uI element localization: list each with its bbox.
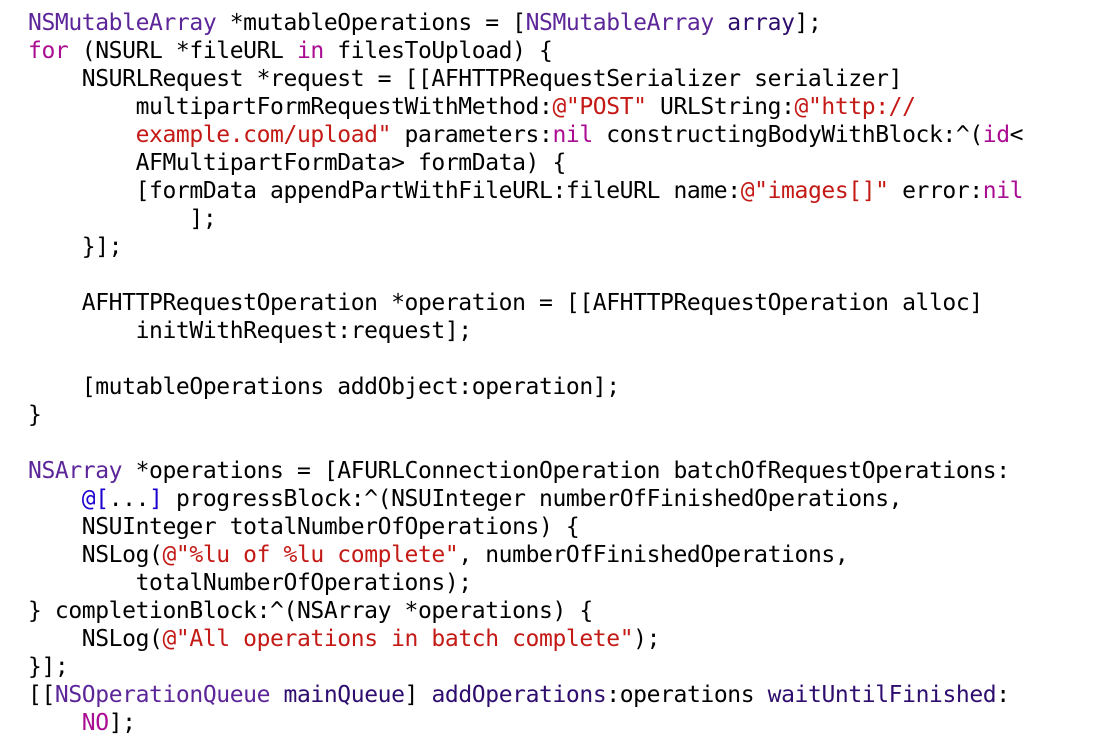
code-token-plain: <: [1009, 122, 1024, 148]
code-token-plain: multipartFormRequestWithMethod:: [28, 94, 553, 120]
code-token-class: NSArray: [28, 458, 123, 484]
code-token-plain: [formData appendPartWithFileURL:fileURL …: [28, 178, 742, 204]
code-line[interactable]: AFMultipartFormData> formData) {: [28, 149, 1023, 177]
code-token-keyword: nil: [552, 122, 593, 148]
code-token-string: @"All operations in batch complete": [162, 626, 634, 652]
code-token-plain: ];: [794, 10, 822, 36]
code-token-plain: [mutableOperations addObject:operation];: [28, 374, 620, 400]
code-token-plain: AFMultipartFormData> formData) {: [28, 150, 567, 176]
code-token-string: @"http://: [794, 94, 916, 120]
code-line[interactable]: ];: [28, 205, 1023, 233]
code-token-plain: constructingBodyWithBlock:^(: [592, 122, 983, 148]
code-token-plain: URLString:: [646, 94, 795, 120]
code-token-plain: [28, 710, 82, 736]
code-token-plain: } completionBlock:^(NSArray *operations)…: [28, 598, 593, 624]
code-token-plain: progressBlock:^(NSUInteger numberOfFinis…: [162, 486, 903, 512]
code-token-plain: );: [633, 626, 661, 652]
code-token-keyword: for: [28, 38, 69, 64]
code-token-method: waitUntilFinished: [767, 682, 997, 708]
code-line[interactable]: }: [28, 401, 1023, 429]
code-line[interactable]: }];: [28, 233, 1023, 261]
code-token-plain: ...: [108, 486, 150, 512]
code-line[interactable]: NSLog(@"%lu of %lu complete", numberOfFi…: [28, 541, 1023, 569]
code-token-class: NSMutableArray: [28, 10, 217, 36]
code-token-plain: ]: [404, 682, 432, 708]
code-token-plain: ];: [28, 206, 217, 232]
code-token-keyword: nil: [982, 178, 1024, 204]
code-token-plain: initWithRequest:request];: [28, 318, 473, 344]
code-line[interactable]: totalNumberOfOperations);: [28, 569, 1023, 597]
code-line[interactable]: example.com/upload" parameters:nil const…: [28, 121, 1024, 149]
code-token-plain: [714, 10, 727, 36]
code-line[interactable]: multipartFormRequestWithMethod:@"POST" U…: [28, 93, 1023, 121]
code-line[interactable]: [28, 345, 1023, 373]
code-line[interactable]: @[...] progressBlock:^(NSUInteger number…: [28, 485, 1023, 513]
code-line[interactable]: for (NSURL *fileURL in filesToUpload) {: [28, 37, 1023, 65]
code-token-keyword: in: [296, 38, 324, 64]
code-token-plain: NSLog(: [28, 542, 163, 568]
code-line[interactable]: } completionBlock:^(NSArray *operations)…: [28, 597, 1023, 625]
code-line[interactable]: [[NSOperationQueue mainQueue] addOperati…: [28, 681, 1023, 709]
code-line[interactable]: NSURLRequest *request = [[AFHTTPRequestS…: [28, 65, 1023, 93]
code-token-plain: [28, 486, 82, 512]
code-token-plain: filesToUpload) {: [323, 38, 553, 64]
code-token-plain: :: [996, 682, 1010, 708]
code-line[interactable]: NSUInteger totalNumberOfOperations) {: [28, 513, 1023, 541]
code-line[interactable]: [28, 429, 1023, 457]
code-token-method: addOperations: [431, 682, 607, 708]
code-token-plain: [[: [28, 682, 55, 708]
code-token-string: @"%lu of %lu complete": [162, 542, 459, 568]
code-line[interactable]: NO];: [28, 709, 1023, 737]
code-token-plain: parameters:: [391, 122, 553, 148]
code-token-plain: :operations: [606, 682, 768, 708]
code-token-plain: }: [28, 402, 42, 428]
code-token-plain: AFHTTPRequestOperation *operation = [[AF…: [28, 290, 983, 316]
code-line[interactable]: AFHTTPRequestOperation *operation = [[AF…: [28, 289, 1023, 317]
code-token-plain: NSURLRequest *request = [[AFHTTPRequestS…: [28, 66, 903, 92]
code-token-class: NSOperationQueue: [54, 682, 271, 708]
code-token-method: array: [727, 10, 795, 36]
code-token-keyword: id: [982, 122, 1010, 148]
code-token-plain: *mutableOperations = [: [216, 10, 526, 36]
code-token-plain: *operations = [AFURLConnectionOperation …: [122, 458, 1010, 484]
code-token-plain: ];: [108, 710, 136, 736]
code-token-method: mainQueue: [283, 682, 405, 708]
code-token-string: @"images[]": [740, 178, 889, 204]
code-token-plain: , numberOfFinishedOperations,: [458, 542, 849, 568]
code-token-plain: }];: [28, 234, 123, 260]
code-line[interactable]: [28, 261, 1023, 289]
code-line[interactable]: NSArray *operations = [AFURLConnectionOp…: [28, 457, 1023, 485]
code-token-plain: NSLog(: [28, 626, 163, 652]
code-line[interactable]: }];: [28, 653, 1023, 681]
code-token-plain: (NSURL *fileURL: [68, 38, 297, 64]
code-line[interactable]: initWithRequest:request];: [28, 317, 1023, 345]
code-line[interactable]: [formData appendPartWithFileURL:fileURL …: [28, 177, 1024, 205]
code-line[interactable]: NSLog(@"All operations in batch complete…: [28, 625, 1023, 653]
code-token-plain: error:: [888, 178, 983, 204]
code-token-plain: [270, 682, 283, 708]
code-token-literal: @[: [81, 486, 109, 512]
code-token-keyword: NO: [81, 710, 109, 736]
code-token-plain: }];: [28, 654, 69, 680]
code-line[interactable]: NSMutableArray *mutableOperations = [NSM…: [28, 9, 1023, 37]
code-token-string: @"POST": [552, 94, 647, 120]
code-line[interactable]: [mutableOperations addObject:operation];: [28, 373, 1023, 401]
code-token-class: NSMutableArray: [525, 10, 715, 36]
code-token-plain: totalNumberOfOperations);: [28, 570, 473, 596]
code-token-literal: ]: [149, 486, 163, 512]
code-token-plain: NSUInteger totalNumberOfOperations) {: [28, 514, 580, 540]
code-listing[interactable]: NSMutableArray *mutableOperations = [NSM…: [28, 9, 1024, 737]
code-token-string: example.com/upload": [28, 122, 392, 148]
